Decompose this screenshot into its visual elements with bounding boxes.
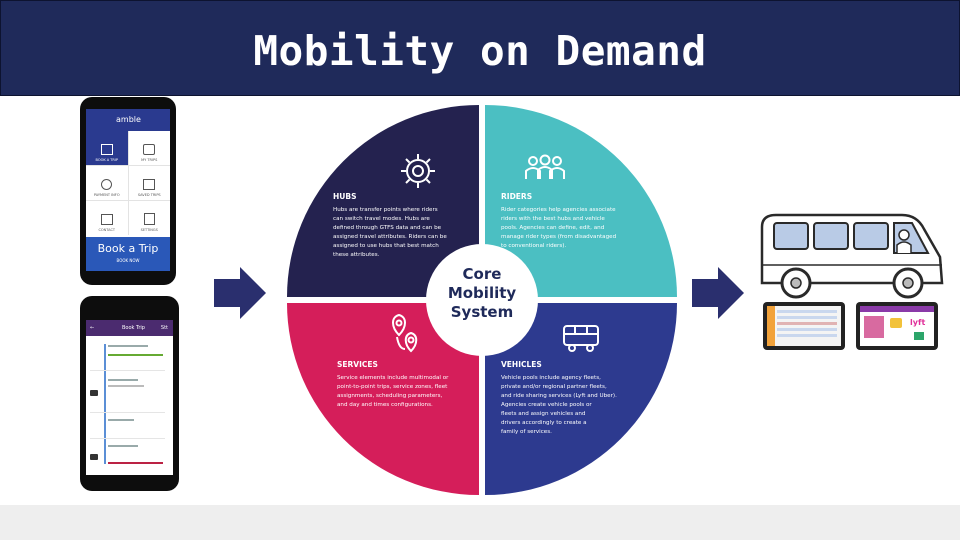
services-title: SERVICES xyxy=(337,360,378,369)
phone-top: amble BOOK A TRIP MY TRIPS PAYMENT INFO … xyxy=(80,97,176,285)
svg-text:fleets and assign vehicles and: fleets and assign vehicles and xyxy=(501,411,586,417)
svg-text:defined through GTFS data and: defined through GTFS data and can be xyxy=(333,225,442,231)
phone-bottom: ← Book Trip Stt xyxy=(80,296,179,491)
svg-text:pools. Agencies can define, ed: pools. Agencies can define, edit, and xyxy=(501,225,605,231)
center-text: Mobility xyxy=(448,284,517,302)
svg-text:manage rider types (from disad: manage rider types (from disadvantaged xyxy=(501,234,617,240)
tile-settings[interactable]: SETTINGS xyxy=(129,201,171,235)
svg-text:these attributes.: these attributes. xyxy=(333,252,380,258)
booking-header-title: Book Trip xyxy=(122,320,145,336)
page-title: Mobility on Demand xyxy=(1,27,959,75)
tile-label: MY TRIPS xyxy=(141,158,157,162)
tile-book-trip[interactable]: BOOK A TRIP xyxy=(86,131,128,165)
svg-text:Hubs are transfer points where: Hubs are transfer points where riders xyxy=(333,207,438,213)
svg-text:family of services.: family of services. xyxy=(501,429,552,435)
app-name: amble xyxy=(116,115,141,124)
dispatch-screen xyxy=(763,302,845,350)
tile-label: PAYMENT INFO xyxy=(94,193,120,197)
svg-text:drivers accordingly to create: drivers accordingly to create a xyxy=(501,420,587,426)
riders-title: RIDERS xyxy=(501,192,532,201)
list-icon xyxy=(143,179,155,190)
tile-label: SETTINGS xyxy=(141,228,158,232)
footer-bar xyxy=(0,505,960,540)
vehicles-title: VEHICLES xyxy=(501,360,542,369)
tile-label: CONTACT xyxy=(98,228,115,232)
svg-text:Vehicle pools include agency f: Vehicle pools include agency fleets, xyxy=(501,375,601,381)
svg-text:and ride sharing services (Lyf: and ride sharing services (Lyft and Uber… xyxy=(501,393,617,399)
svg-text:Agencies create vehicle pools: Agencies create vehicle pools or xyxy=(501,402,592,408)
van-illustration xyxy=(752,205,948,305)
phone-bottom-screen: ← Book Trip Stt xyxy=(86,320,173,475)
list-item xyxy=(90,376,165,413)
svg-text:point-to-point trips, service: point-to-point trips, service zones, fle… xyxy=(337,384,448,390)
svg-text:Rider categories help agencies: Rider categories help agencies associate xyxy=(501,207,616,213)
status-badge xyxy=(914,332,924,340)
svg-text:to conventional riders).: to conventional riders). xyxy=(501,243,566,249)
phone-icon xyxy=(101,214,113,225)
svg-text:riders with the best hubs and: riders with the best hubs and vehicle xyxy=(501,216,605,222)
center-text: System xyxy=(451,303,513,321)
back-arrow-icon[interactable]: ← xyxy=(90,320,94,336)
arrow-right-icon xyxy=(212,265,268,321)
message-icon xyxy=(890,318,902,328)
driver-tablet: lyft xyxy=(856,302,938,350)
book-trip-sub: BOOK NOW xyxy=(86,258,170,263)
app-header: amble xyxy=(86,109,170,131)
user-icon xyxy=(101,179,112,190)
bus-icon xyxy=(143,144,155,155)
list-item xyxy=(90,342,165,371)
tile-my-trips[interactable]: MY TRIPS xyxy=(129,131,171,165)
svg-text:and day and times configuratio: and day and times configurations. xyxy=(337,402,433,408)
arrow-right-icon xyxy=(690,265,746,321)
itinerary-list xyxy=(86,336,173,475)
book-trip-label: Book a Trip xyxy=(86,237,170,255)
tile-payment-info[interactable]: PAYMENT INFO xyxy=(86,166,128,200)
calendar-icon xyxy=(101,144,113,155)
center-text: Core xyxy=(463,265,502,283)
tile-label: BOOK A TRIP xyxy=(96,158,118,162)
header-badge: Stt xyxy=(161,320,168,336)
lyft-badge: lyft xyxy=(910,318,925,327)
svg-text:assigned to use hubs that best: assigned to use hubs that best match xyxy=(333,243,439,249)
tile-saved-trips[interactable]: SAVED TRIPS xyxy=(129,166,171,200)
svg-text:assigned travel attributes. Ri: assigned travel attributes. Riders can b… xyxy=(333,234,447,240)
avatar xyxy=(864,316,884,338)
list-item xyxy=(90,442,165,472)
tile-grid: BOOK A TRIP MY TRIPS PAYMENT INFO SAVED … xyxy=(86,131,170,235)
core-mobility-wheel: Core Mobility System HUBS Hubs are trans… xyxy=(287,105,677,495)
svg-text:Service elements include multi: Service elements include multimodal or xyxy=(337,375,449,381)
booking-header: ← Book Trip Stt xyxy=(86,320,173,336)
tile-label: SAVED TRIPS xyxy=(138,193,161,197)
svg-text:can switch travel modes. Hubs: can switch travel modes. Hubs are xyxy=(333,216,430,222)
document-icon xyxy=(144,213,155,225)
list-item xyxy=(90,416,165,439)
hubs-title: HUBS xyxy=(333,192,357,201)
svg-text:private and/or regional partne: private and/or regional partner fleets, xyxy=(501,384,607,390)
book-trip-button[interactable]: Book a Trip BOOK NOW xyxy=(86,237,170,271)
tile-contact[interactable]: CONTACT xyxy=(86,201,128,235)
phone-top-screen: amble BOOK A TRIP MY TRIPS PAYMENT INFO … xyxy=(86,109,170,271)
title-bar: Mobility on Demand xyxy=(0,0,960,96)
svg-text:assignments, scheduling parame: assignments, scheduling parameters, xyxy=(337,393,443,399)
